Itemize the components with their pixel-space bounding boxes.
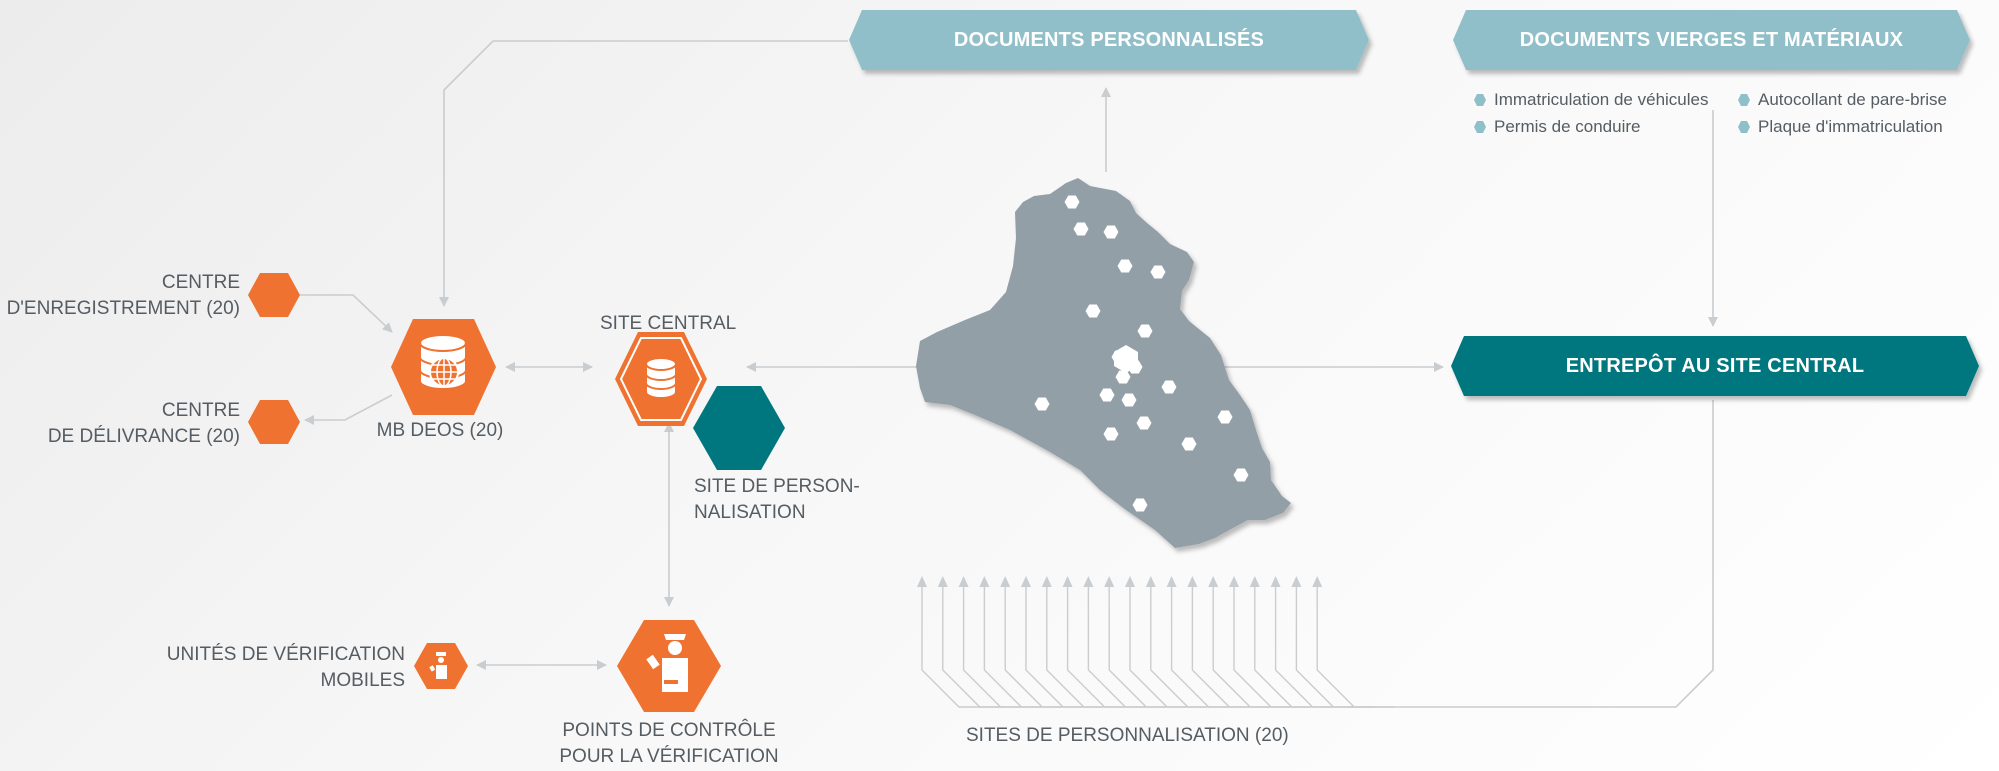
site-marker-icon xyxy=(1217,410,1233,424)
banner-entrepot: ENTREPÔT AU SITE CENTRAL xyxy=(1565,355,1865,377)
site-marker-icon xyxy=(1137,324,1153,338)
label-mb-deos: MB DEOS (20) xyxy=(376,420,504,441)
site-central-hexagon-outline xyxy=(619,337,703,421)
legend-col2: Autocollant de pare-brise Plaque d'immat… xyxy=(1738,86,1947,140)
arrow-head xyxy=(1270,576,1281,587)
personalization-sites xyxy=(1034,195,1249,512)
legend-col1: Immatriculation de véhicules Permis de c… xyxy=(1474,86,1708,140)
database-icon xyxy=(645,357,677,399)
site-marker-icon xyxy=(1121,393,1137,407)
line-mb-deos-to-centre-delivrance xyxy=(304,394,393,425)
hexagon-bullet-icon xyxy=(1738,121,1750,133)
site-marker-icon xyxy=(1233,468,1249,482)
banner-docs-vierges: DOCUMENTS VIERGES ET MATÉRIAUX xyxy=(1519,29,1904,51)
arrow-head xyxy=(1145,576,1156,587)
site-marker-icon xyxy=(1150,265,1166,279)
hexagon-bullet-icon xyxy=(1474,94,1486,106)
arrow-head xyxy=(937,576,948,587)
label-unites-verification: UNITÉS DE VÉRIFICATION MOBILES xyxy=(166,644,405,691)
site-marker-icon xyxy=(1103,427,1119,441)
line-entrepot-to-sites xyxy=(1347,400,1714,708)
arrow-head xyxy=(1187,576,1198,587)
label-points-controle: POINTS DE CONTRÔLE POUR LA VÉRIFICATION xyxy=(559,720,779,767)
banner-docs-perso: DOCUMENTS PERSONNALISÉS xyxy=(953,29,1265,51)
site-marker-icon xyxy=(1115,370,1131,384)
arrow-head xyxy=(1021,576,1031,587)
personalization-sites-arrows xyxy=(917,576,1395,708)
database-globe-icon xyxy=(419,334,467,390)
arrow-head xyxy=(1229,576,1239,587)
arrow-head xyxy=(1062,576,1073,587)
site-marker-icon xyxy=(1117,259,1133,273)
arrow-head xyxy=(917,576,927,587)
centre-delivrance-hexagon xyxy=(248,400,300,444)
site-marker-icon xyxy=(1099,388,1115,402)
arrow-head xyxy=(1208,576,1219,587)
arrow-head xyxy=(958,576,969,587)
arrow-head xyxy=(1083,576,1094,587)
officer-icon xyxy=(646,634,688,692)
arrow-head xyxy=(1125,576,1135,587)
arrow-head xyxy=(1291,576,1302,587)
banner-docs-perso-shape xyxy=(849,10,1369,70)
site-marker-icon xyxy=(1103,225,1119,239)
banner-entrepot-shape xyxy=(1451,336,1979,396)
central-site-marker-icon xyxy=(1114,345,1138,373)
site-marker-icon xyxy=(1136,416,1152,430)
arrow-head xyxy=(1000,576,1011,587)
label-site-central: SITE CENTRAL xyxy=(600,313,737,334)
arrow-head xyxy=(1041,576,1052,587)
line-docs-perso-to-mb-deos xyxy=(439,40,848,307)
legend-item: Autocollant de pare-brise xyxy=(1738,86,1947,113)
hexagon-bullet-icon xyxy=(1474,121,1486,133)
site-marker-icon xyxy=(1073,222,1089,236)
site-perso-hexagon xyxy=(693,386,785,470)
label-sites-perso-20: SITES DE PERSONNALISATION (20) xyxy=(966,725,1289,746)
banner-docs-vierges-shape xyxy=(1453,10,1970,70)
legend-item: Permis de conduire xyxy=(1474,113,1708,140)
site-arrow xyxy=(1316,582,1395,708)
iraq-map xyxy=(916,178,1291,548)
label-centre-enregistrement: CENTRE D'ENREGISTREMENT (20) xyxy=(6,272,240,319)
arrow-head xyxy=(1166,576,1177,587)
officer-icon xyxy=(429,652,447,679)
site-marker-icon xyxy=(1132,498,1148,512)
legend-item: Plaque d'immatriculation xyxy=(1738,113,1947,140)
label-site-perso: SITE DE PERSON- NALISATION xyxy=(694,476,860,523)
site-marker-icon xyxy=(1064,195,1080,209)
arrow-head xyxy=(1104,576,1115,587)
arrow-head xyxy=(1249,576,1260,587)
site-marker-icon xyxy=(1181,437,1197,451)
line-centre-enregistrement-to-mb-deos xyxy=(300,294,393,333)
hexagon-bullet-icon xyxy=(1738,94,1750,106)
site-marker-icon xyxy=(1085,304,1101,318)
site-marker-icon xyxy=(1161,380,1177,394)
centre-enregistrement-hexagon xyxy=(248,273,300,317)
site-marker-icon xyxy=(1034,397,1050,411)
arrow-head xyxy=(1312,576,1323,587)
arrow-head xyxy=(979,576,990,587)
legend-item: Immatriculation de véhicules xyxy=(1474,86,1708,113)
connector-lines xyxy=(300,40,1718,708)
label-centre-delivrance: CENTRE DE DÉLIVRANCE (20) xyxy=(47,400,240,447)
